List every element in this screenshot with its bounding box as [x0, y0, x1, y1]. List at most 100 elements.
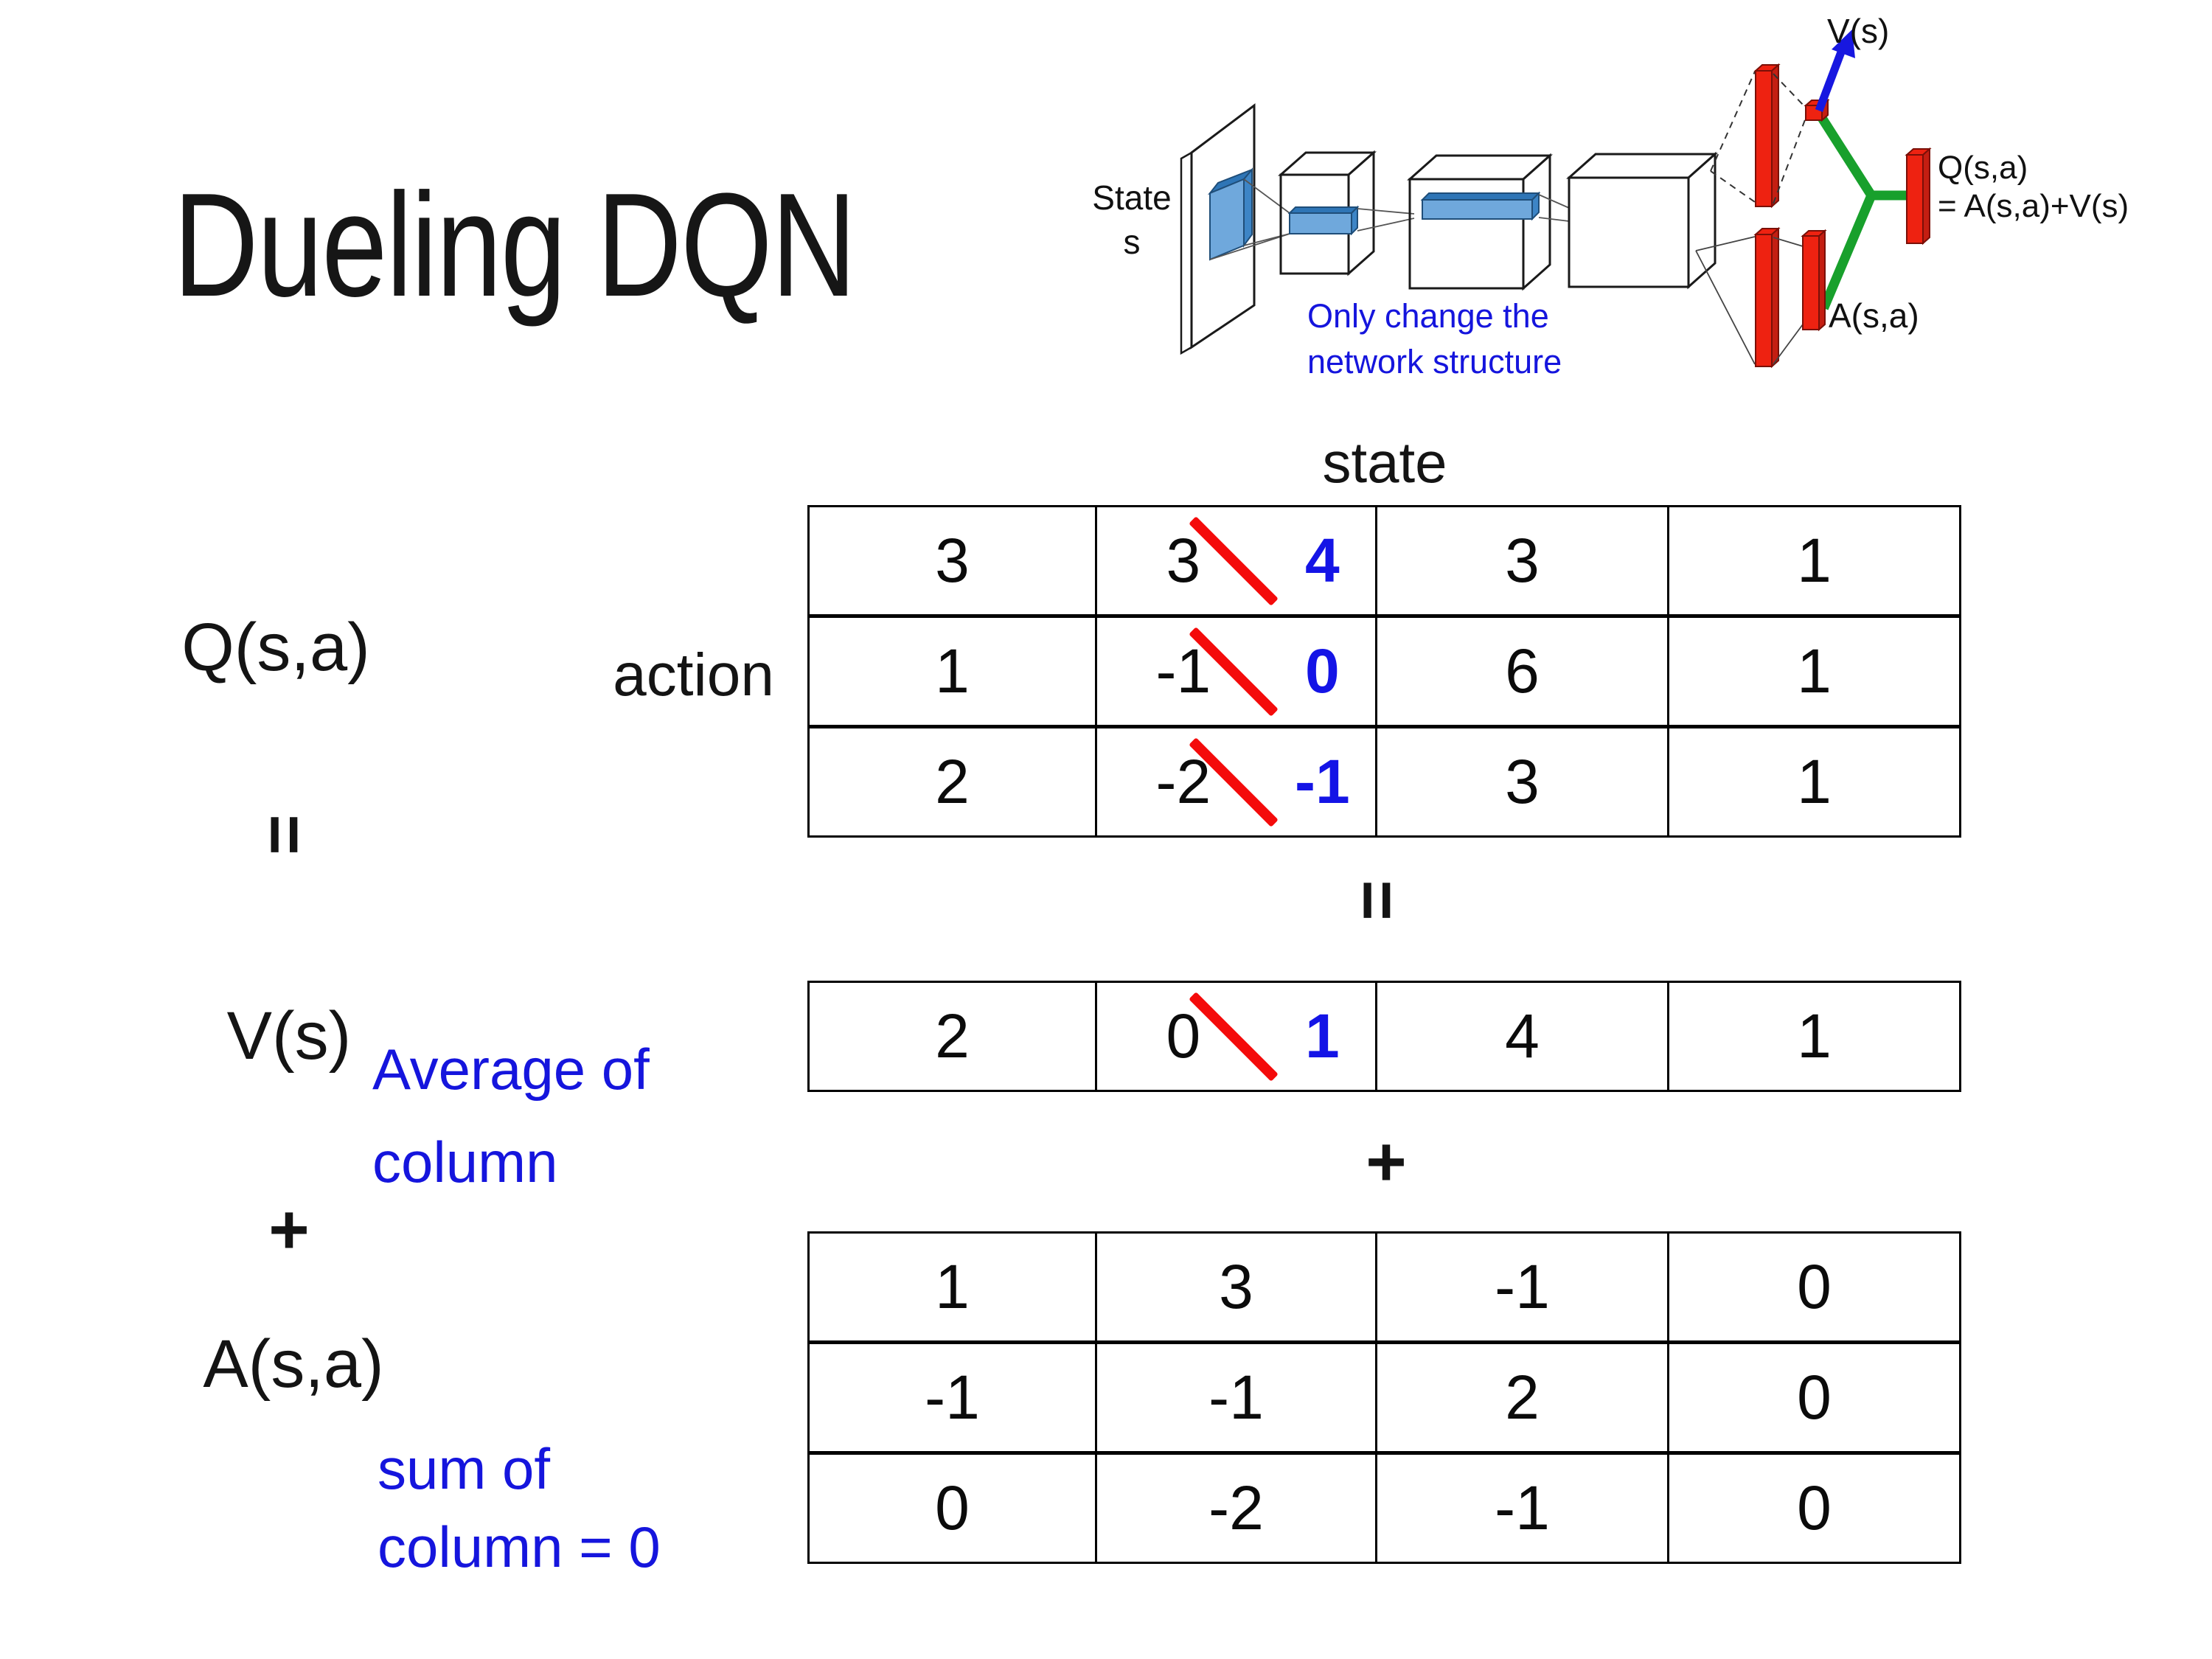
diagram-note-line1: Only change the	[1307, 297, 1549, 335]
diagram-q-output-label: Q(s,a) = A(s,a)+V(s)	[1938, 149, 2129, 226]
q-cell: 1	[1667, 614, 1961, 728]
conv-box-3-side	[1687, 151, 1717, 290]
table-row: 1 3 -1 0	[807, 1231, 1961, 1343]
network-diagram	[1180, 29, 1932, 369]
projection-line	[1538, 217, 1570, 222]
a-function-label: A(s,a)	[203, 1326, 384, 1402]
q-cell: 2	[807, 725, 1097, 838]
q-output-bar	[1906, 154, 1924, 244]
a-cell: 2	[1375, 1340, 1669, 1454]
diagram-state-line1: State	[1092, 178, 1172, 217]
a-cell: 0	[1667, 1340, 1961, 1454]
fc-bar-top	[1755, 70, 1773, 207]
new-value: 1	[1305, 1001, 1340, 1071]
q-table: 3 3 4 3 1 1 -1 0 6 1 2 -2 -1	[807, 505, 1961, 838]
conv-box-3	[1568, 176, 1690, 288]
diagram-v-output-label: V(s)	[1827, 12, 1890, 50]
equals-sign-middle: =	[1338, 880, 1416, 921]
v-cell-changed: 0 1	[1095, 981, 1377, 1092]
diagram-state-line2: s	[1123, 223, 1141, 261]
advantage-bar-side	[1818, 229, 1826, 332]
fc-bar-bottom	[1755, 234, 1773, 367]
v-table: 2 0 1 4 1	[807, 981, 1961, 1092]
a-cell: -2	[1095, 1451, 1377, 1564]
table-row: 1 -1 0 6 1	[807, 614, 1961, 728]
diagram-q-output-line2: = A(s,a)+V(s)	[1938, 188, 2129, 224]
projection-line	[1773, 324, 1804, 365]
v-cell: 2	[807, 981, 1097, 1092]
projection-line-dashed	[1710, 71, 1756, 172]
q-function-label: Q(s,a)	[181, 610, 370, 685]
plus-sign-middle: +	[1366, 1123, 1407, 1201]
v-function-label: V(s)	[226, 998, 352, 1074]
projection-line	[1773, 237, 1804, 247]
projection-line	[1695, 236, 1756, 251]
feature-rod-2-top	[1420, 192, 1541, 201]
a-cell: -1	[1375, 1451, 1669, 1564]
projection-line-dashed	[1773, 73, 1806, 108]
action-header: action	[613, 641, 774, 709]
feature-rod-1-side	[1351, 205, 1358, 236]
merge-link-green	[1819, 189, 1878, 310]
q-cell: 6	[1375, 614, 1669, 728]
a-cell: 1	[807, 1231, 1097, 1343]
v-cell: 4	[1375, 981, 1669, 1092]
projection-line	[1357, 218, 1415, 232]
a-cell: 0	[1667, 1451, 1961, 1564]
q-cell-changed: -1 0	[1095, 614, 1377, 728]
sum-note-line1: sum of	[378, 1436, 551, 1501]
v-cell: 1	[1667, 981, 1961, 1092]
value-arrow	[1815, 49, 1846, 112]
equals-sign-left: =	[246, 814, 324, 855]
feature-rod-2	[1422, 199, 1533, 220]
projection-line-dashed	[1710, 170, 1756, 203]
old-value: 0	[1166, 1001, 1201, 1071]
q-cell: 3	[1375, 505, 1669, 617]
new-value: -1	[1295, 747, 1350, 816]
a-cell: 0	[1667, 1231, 1961, 1343]
page-title: Dueling DQN	[173, 163, 857, 327]
table-row: 2 0 1 4 1	[807, 981, 1961, 1092]
old-value: -1	[1155, 636, 1211, 706]
fc-bar-top-side	[1771, 63, 1779, 209]
feature-rod-1-top	[1287, 206, 1360, 214]
fc-bar-bottom-side	[1771, 226, 1779, 369]
diagram-note-line2: network structure	[1307, 343, 1562, 380]
table-row: 3 3 4 3 1	[807, 505, 1961, 617]
a-cell: 0	[807, 1451, 1097, 1564]
new-value: 4	[1305, 526, 1340, 595]
table-row: 0 -2 -1 0	[807, 1451, 1961, 1564]
q-output-bar-side	[1922, 147, 1930, 246]
advantage-bar	[1802, 235, 1820, 330]
old-value: -2	[1155, 747, 1211, 816]
diagram-note: Only change the network structure	[1307, 293, 1562, 385]
table-row: 2 -2 -1 3 1	[807, 725, 1961, 838]
table-row: -1 -1 2 0	[807, 1340, 1961, 1454]
diagram-state-label: State s	[1058, 175, 1206, 264]
sum-note-line2: column = 0	[378, 1514, 661, 1579]
q-cell: 1	[1667, 725, 1961, 838]
projection-line	[1538, 194, 1570, 209]
a-cell: -1	[1095, 1340, 1377, 1454]
old-value: 3	[1166, 526, 1201, 595]
value-arrow-head	[1832, 29, 1855, 58]
q-cell: 1	[1667, 505, 1961, 617]
conv-box-2-side	[1522, 153, 1551, 291]
q-cell-changed: 3 4	[1095, 505, 1377, 617]
projection-line	[1357, 208, 1415, 215]
diagram-q-output-line1: Q(s,a)	[1938, 150, 2028, 186]
conv-patch	[1209, 178, 1245, 261]
conv-patch-side	[1243, 167, 1253, 248]
average-note-line1: Average of	[372, 1037, 650, 1102]
feature-rod-1	[1289, 212, 1352, 234]
a-table: 1 3 -1 0 -1 -1 2 0 0 -2 -1 0	[807, 1231, 1961, 1564]
q-cell: 3	[1375, 725, 1669, 838]
projection-line	[1243, 178, 1290, 214]
new-value: 0	[1305, 636, 1340, 706]
projection-line	[1209, 233, 1290, 260]
a-cell: 3	[1095, 1231, 1377, 1343]
q-cell: 3	[807, 505, 1097, 617]
plus-sign-left: +	[268, 1191, 310, 1269]
q-cell: 1	[807, 614, 1097, 728]
